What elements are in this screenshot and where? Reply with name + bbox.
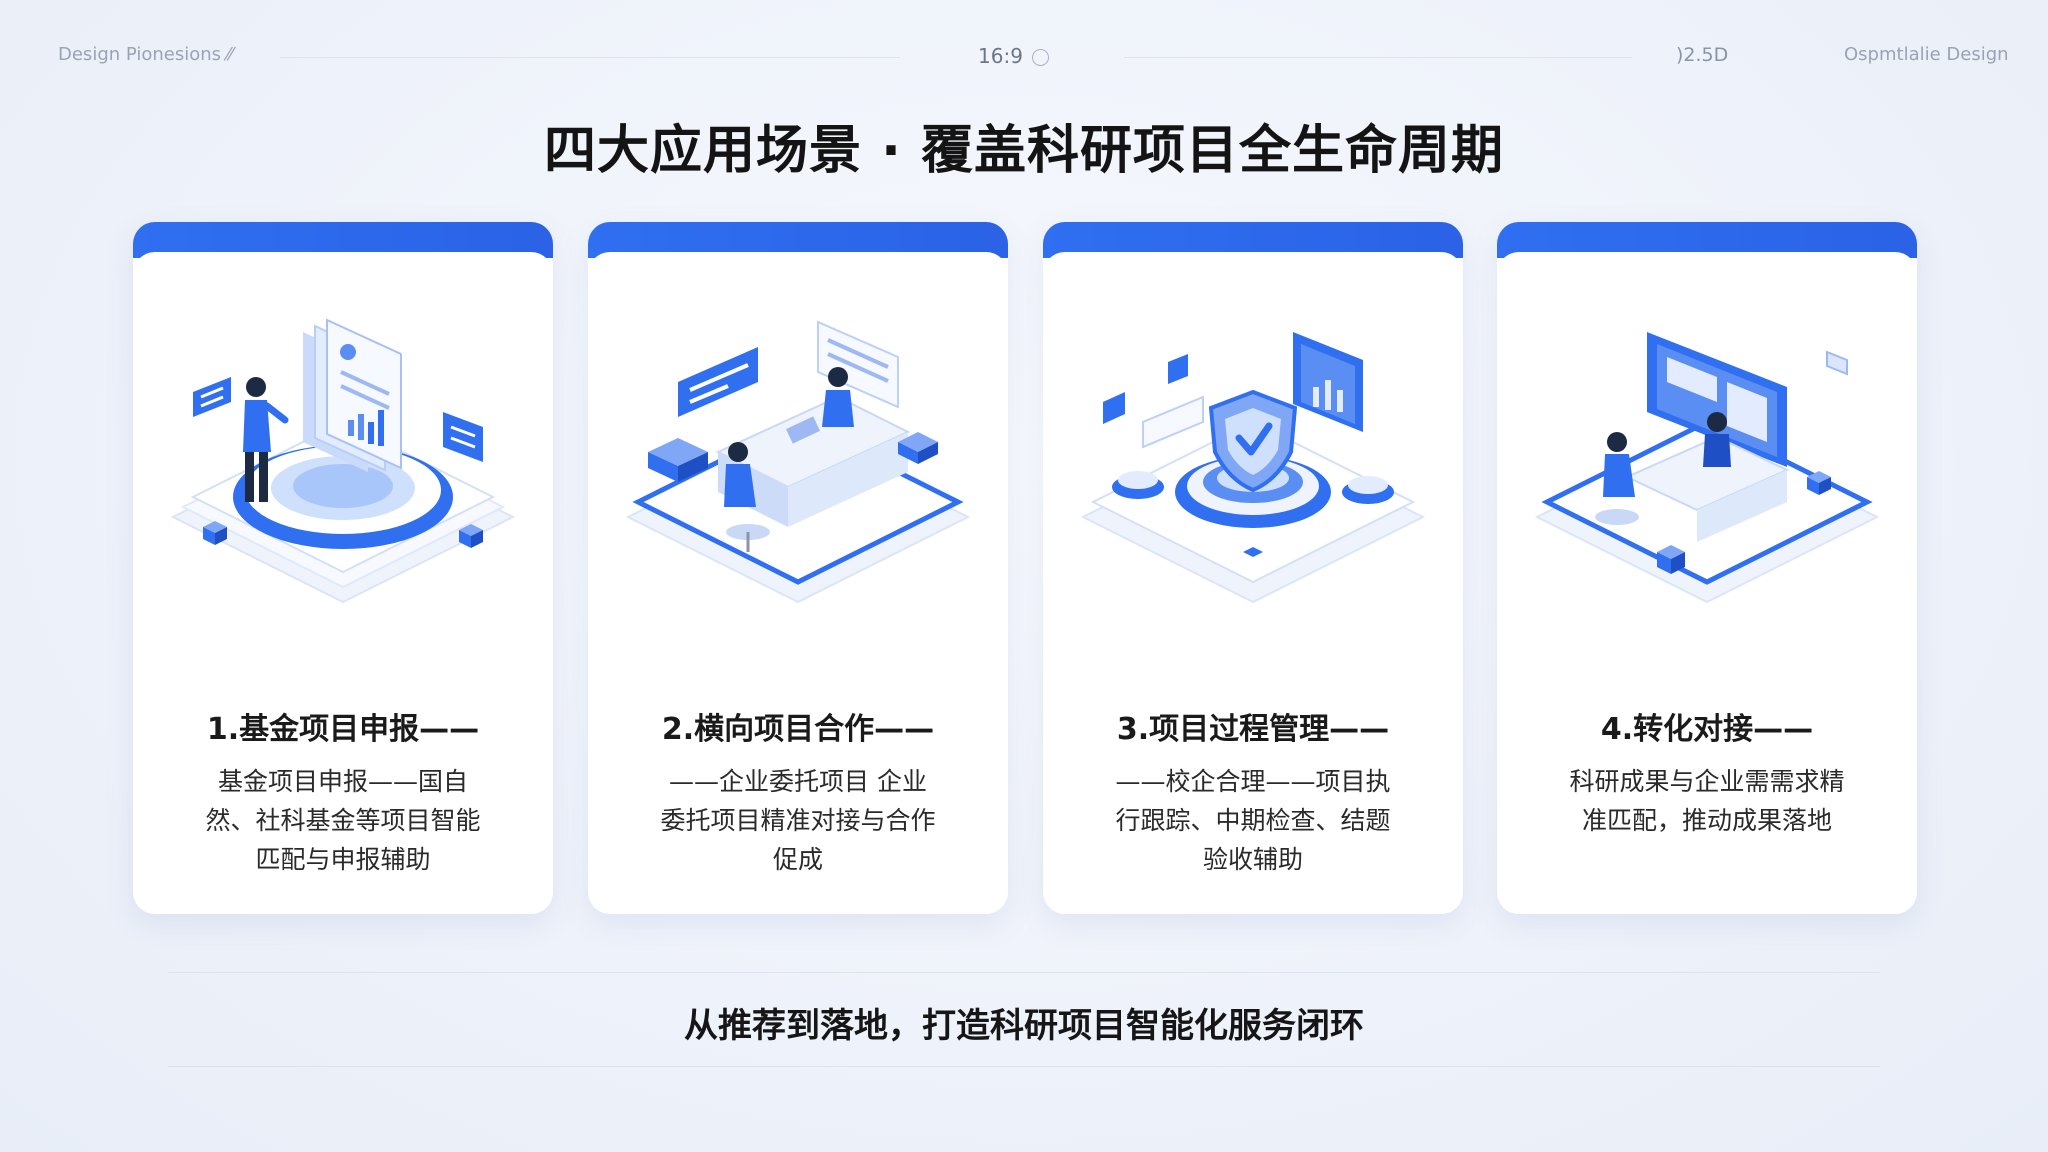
transfer-matching-illustration-icon [1534, 332, 1880, 604]
enterprise-cooperation-illustration-icon [625, 320, 971, 604]
card-description: 基金项目申报——国自然、社科基金等项目智能匹配与申报辅助 [205, 767, 481, 874]
card-body: 1.基金项目申报—— 基金项目申报——国自然、社科基金等项目智能匹配与申报辅助 [133, 252, 553, 914]
topbar-left-text: Design Pionesions ⁄⁄ [58, 44, 233, 65]
footer-divider-top [168, 972, 1880, 973]
card-body: 4.转化对接—— 科研成果与企业需需求精准匹配，推动成果落地 [1497, 252, 1917, 914]
circle-icon [1032, 49, 1049, 66]
scenario-card-1: 1.基金项目申报—— 基金项目申报——国自然、社科基金等项目智能匹配与申报辅助 [133, 222, 553, 914]
top-bar: Design Pionesions ⁄⁄ 16:9 )2.5D Ospmtlal… [0, 0, 2048, 115]
card-body: 2.横向项目合作—— ——企业委托项目 企业委托项目精准对接与合作促成 [588, 252, 1008, 914]
topbar-divider-left [280, 57, 900, 58]
scenario-card-3: 3.项目过程管理—— ——校企合理——项目执行跟踪、中期检查、结题验收辅助 [1043, 222, 1463, 914]
card-body: 3.项目过程管理—— ——校企合理——项目执行跟踪、中期检查、结题验收辅助 [1043, 252, 1463, 914]
shield-management-illustration-icon [1080, 332, 1426, 604]
card-title: 1.基金项目申报—— [206, 712, 480, 747]
card-title: 2.横向项目合作—— [661, 712, 935, 747]
scenario-card-4: 4.转化对接—— 科研成果与企业需需求精准匹配，推动成果落地 [1497, 222, 1917, 914]
card-description: 科研成果与企业需需求精准匹配，推动成果落地 [1569, 767, 1845, 835]
scenario-card-2: 2.横向项目合作—— ——企业委托项目 企业委托项目精准对接与合作促成 [588, 222, 1008, 914]
card-title: 4.转化对接—— [1600, 712, 1814, 747]
topbar-style-tag: )2.5D [1676, 44, 1729, 66]
footer-tagline: 从推荐到落地，打造科研项目智能化服务闭环 [684, 1006, 1364, 1046]
topbar-divider-right [1124, 57, 1632, 58]
card-description: ——企业委托项目 企业委托项目精准对接与合作促成 [660, 767, 936, 874]
page-title: 四大应用场景 · 覆盖科研项目全生命周期 [544, 121, 1504, 181]
topbar-aspect-ratio: 16:9 [978, 44, 1023, 68]
footer-divider-bottom [168, 1066, 1880, 1067]
topbar-right-text: Ospmtlalie Design [1844, 44, 2009, 65]
fund-application-illustration-icon [170, 318, 516, 604]
card-title: 3.项目过程管理—— [1116, 712, 1390, 747]
card-description: ——校企合理——项目执行跟踪、中期检查、结题验收辅助 [1115, 767, 1391, 874]
